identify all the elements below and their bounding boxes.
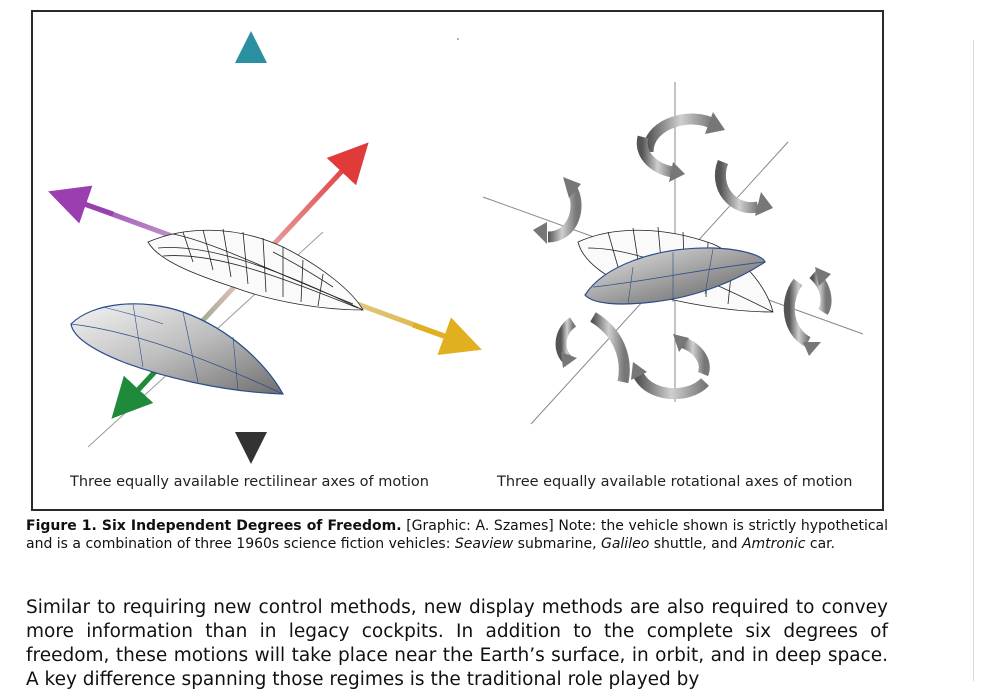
rotation-arrow-top (636, 113, 716, 178)
caption-text-4: car. (805, 536, 836, 552)
rotation-arrow-top-head (705, 112, 725, 134)
caption-vehicle-2: Galileo (600, 536, 650, 552)
caption-title: Figure 1. Six Independent Degrees of Fre… (26, 518, 402, 534)
figure-frame: Three equally available rectilinear axes… (31, 10, 884, 511)
caption-text-2: submarine, (513, 536, 601, 552)
purple-axis-arrow (48, 185, 114, 224)
rotation-arrow-left (547, 184, 582, 243)
rotation-arrow-bottom (632, 336, 710, 400)
rotation-arrow-top-right (714, 159, 760, 214)
left-panel-illustration (48, 31, 482, 464)
figure-graphic (48, 31, 864, 464)
yellow-axis-arrow (412, 317, 482, 356)
caption-text-1: [Graphic: A. Szames] Note: the vehicle s… (26, 518, 888, 552)
rotation-arrow-right (783, 269, 832, 347)
caption-text-3: shuttle, and (649, 536, 742, 552)
body-paragraph: Similar to requiring new control methods… (26, 597, 888, 690)
caption-vehicle-3: Amtronic (741, 536, 806, 552)
figure-caption: Figure 1. Six Independent Degrees of Fre… (26, 517, 888, 553)
page-edge (973, 40, 974, 681)
right-panel-label: Three equally available rotational axes … (497, 474, 853, 490)
solid-vehicle-left (70, 303, 285, 395)
right-panel-illustration (457, 38, 864, 425)
wireframe-vehicle-left (147, 228, 364, 311)
left-panel-label: Three equally available rectilinear axes… (70, 474, 429, 490)
rotation-arrow-bottom-left (555, 312, 630, 384)
solid-vehicle-right (584, 247, 766, 305)
caption-vehicle-1: Seaview (454, 536, 514, 552)
